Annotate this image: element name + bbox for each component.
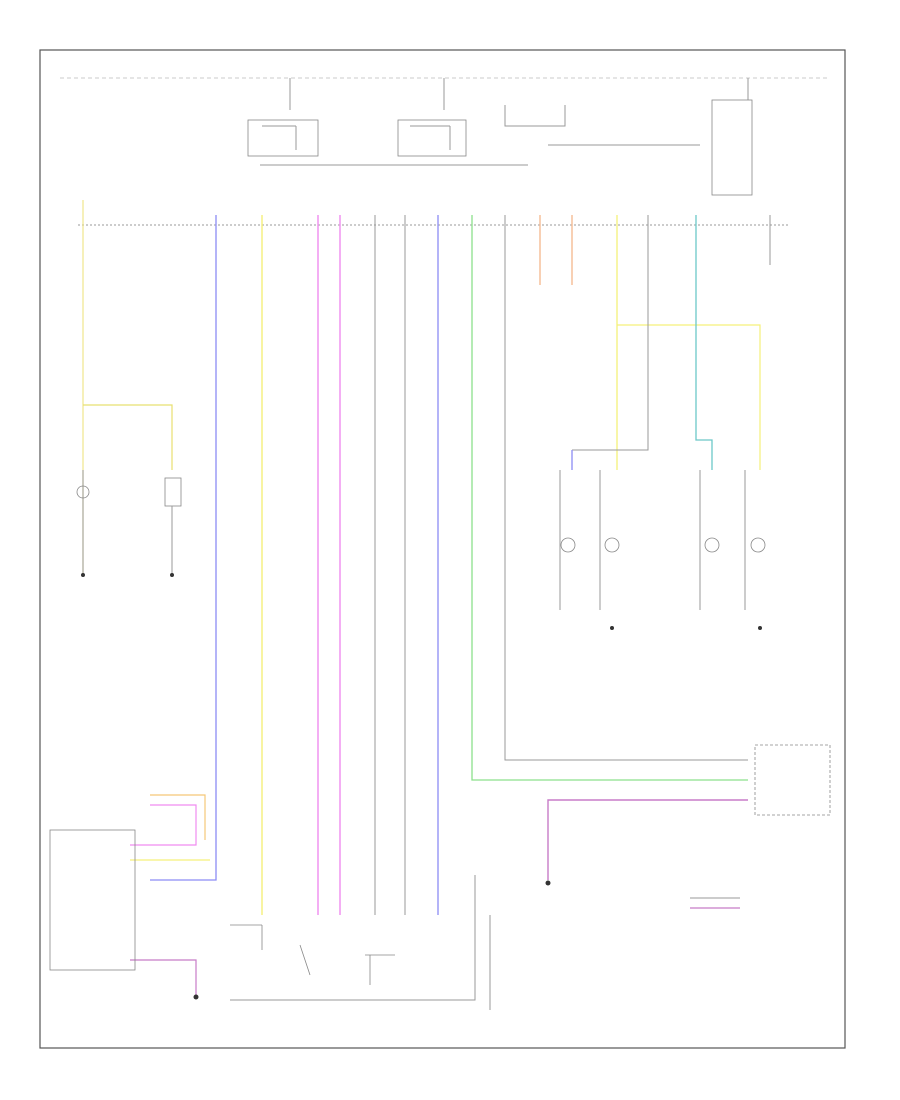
fuse-relay-2 bbox=[397, 78, 467, 157]
headlamp-switch bbox=[230, 875, 491, 1010]
wire-blue-1 bbox=[150, 215, 217, 881]
fuse-relay-1 bbox=[247, 78, 319, 157]
multifunction-switch bbox=[754, 744, 831, 816]
ground-point-2 bbox=[545, 880, 551, 886]
fuse-relay-3 bbox=[711, 78, 753, 196]
wire-green bbox=[471, 215, 748, 781]
wire-teal bbox=[695, 215, 713, 470]
ground-point bbox=[193, 994, 199, 1000]
wire-yellow-left-branch bbox=[83, 404, 173, 470]
wire-violet-left bbox=[130, 959, 197, 995]
module-left bbox=[49, 829, 136, 971]
right-headlamp bbox=[699, 470, 766, 630]
wire-pink-left bbox=[130, 804, 197, 846]
right-front-lamp bbox=[164, 477, 182, 577]
left-front-lamp bbox=[76, 470, 90, 577]
instrument-cluster bbox=[690, 897, 740, 909]
diagram-frame bbox=[39, 49, 846, 1049]
wire-orange-left bbox=[150, 794, 206, 840]
left-headlamp bbox=[559, 470, 620, 630]
wire-violet bbox=[547, 799, 748, 880]
